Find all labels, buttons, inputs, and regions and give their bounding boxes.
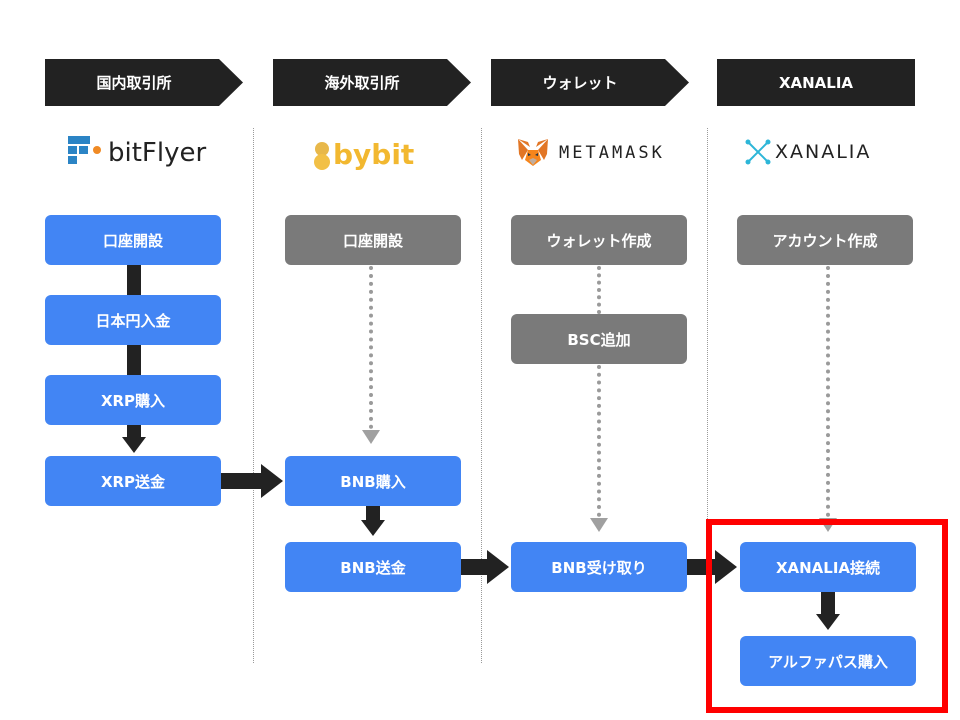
arrow-right-head (715, 550, 737, 584)
header-overseas-exchange: 海外取引所 (273, 59, 471, 106)
step-create-wallet: ウォレット作成 (511, 215, 687, 265)
connector-bar (127, 265, 141, 295)
dotted-connector (826, 266, 830, 517)
bitflyer-logo: bitFlyer (68, 136, 206, 170)
step-xanalia-connect: XANALIA接続 (740, 542, 916, 592)
xanalia-x-icon (745, 139, 771, 165)
step-bnb-receive: BNB受け取り (511, 542, 687, 592)
arrow-right-head (261, 464, 283, 498)
step-alphapass-purchase: アルファパス購入 (740, 636, 916, 686)
arrow-down-head (122, 437, 146, 453)
highlight-frame (706, 519, 948, 713)
bitflyer-wordmark: bitFlyer (108, 138, 207, 168)
xanalia-logo: XANALIA (745, 139, 871, 165)
dotted-connector (597, 365, 601, 517)
arrow-right-head (487, 550, 509, 584)
fox-icon (517, 138, 549, 168)
bybit-wordmark: bybit (333, 138, 415, 171)
column-divider-2 (481, 128, 482, 663)
xanalia-wordmark: XANALIA (775, 141, 872, 163)
arrow-down-head (816, 614, 840, 630)
step-open-account-bitflyer: 口座開設 (45, 215, 221, 265)
step-add-bsc: BSC追加 (511, 314, 687, 364)
arrow-right-shaft (221, 473, 261, 489)
header-domestic-exchange: 国内取引所 (45, 59, 243, 106)
dotted-connector (369, 266, 373, 429)
arrow-right-shaft (461, 559, 487, 575)
header-wallet: ウォレット (491, 59, 689, 106)
bitflyer-icon (68, 136, 102, 170)
column-divider-3 (707, 128, 708, 663)
arrow-down-shaft (366, 506, 380, 520)
header-xanalia: XANALIA (717, 59, 915, 106)
metamask-wordmark: METAMASK (559, 143, 665, 163)
step-xrp-transfer: XRP送金 (45, 456, 221, 506)
dotted-connector (597, 266, 601, 314)
metamask-logo: METAMASK (517, 138, 665, 168)
column-divider-1 (253, 128, 254, 663)
step-jpy-deposit: 日本円入金 (45, 295, 221, 345)
bybit-logo: bybit (313, 138, 414, 171)
arrow-down-head (361, 520, 385, 536)
step-bnb-purchase: BNB購入 (285, 456, 461, 506)
step-create-account: アカウント作成 (737, 215, 913, 265)
step-bnb-transfer: BNB送金 (285, 542, 461, 592)
connector-bar (127, 345, 141, 375)
dotted-arrow-head (362, 430, 380, 444)
step-open-account-bybit: 口座開設 (285, 215, 461, 265)
bybit-icon (313, 139, 331, 171)
step-xrp-purchase: XRP購入 (45, 375, 221, 425)
arrow-down-shaft (127, 425, 141, 437)
arrow-down-shaft (821, 592, 835, 614)
dotted-arrow-head (590, 518, 608, 532)
